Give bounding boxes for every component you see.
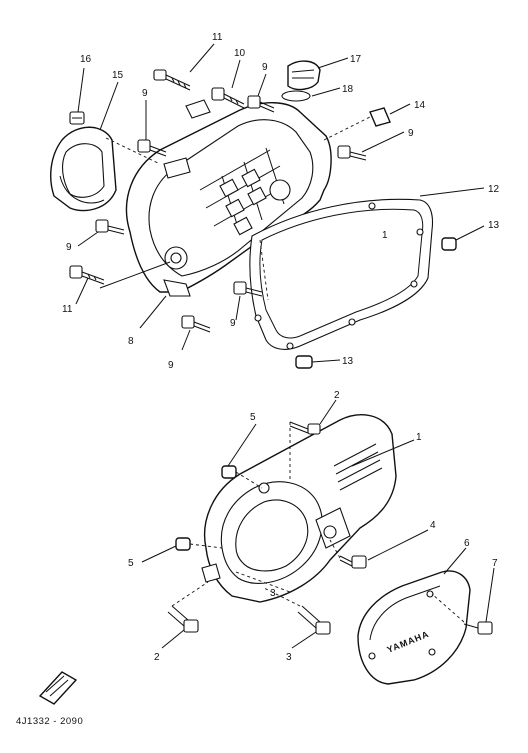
callout-3: 3	[286, 652, 292, 663]
part-16-screw	[69, 111, 85, 125]
callout-5-top: 5	[250, 412, 256, 423]
callout-1: 1	[416, 432, 422, 443]
callout-3-mark: 3	[270, 588, 276, 599]
part-9-bolt-c	[337, 145, 367, 161]
callout-6: 6	[464, 538, 470, 549]
callout-5-left: 5	[128, 558, 134, 569]
drawing-code: 4J1332 - 2090	[16, 716, 83, 727]
lower-leader-lines	[141, 399, 495, 649]
callout-9-right: 9	[408, 128, 414, 139]
callout-9-lowleft: 9	[168, 360, 174, 371]
part-18-o-ring	[281, 90, 311, 102]
callout-15: 15	[112, 70, 124, 81]
part-5-collar-left	[175, 537, 191, 551]
callout-13-bottom: 13	[342, 356, 354, 367]
part-14-cap	[369, 107, 391, 127]
part-10-bolt	[211, 87, 245, 109]
callout-9-top: 9	[262, 62, 268, 73]
callout-18: 18	[342, 84, 354, 95]
callout-11-top: 11	[212, 32, 223, 43]
callout-8: 8	[128, 336, 134, 347]
callout-9-midleft: 9	[66, 242, 72, 253]
callout-16: 16	[80, 54, 92, 65]
callout-17: 17	[350, 54, 362, 65]
part-2-screw-bottom	[167, 605, 199, 633]
part-9-bolt-f	[181, 315, 211, 333]
part-1-lower-cover	[201, 414, 397, 603]
part-8-crankcase-cover	[125, 99, 332, 297]
callout-7: 7	[492, 558, 498, 569]
callout-11-left: 11	[62, 304, 73, 315]
callout-10: 10	[234, 48, 246, 59]
part-11-bolt-left	[69, 265, 105, 285]
part-9-bolt-e	[233, 281, 263, 297]
lower-assembly-lines	[171, 422, 465, 623]
callout-12: 12	[488, 184, 500, 195]
part-3-screw	[297, 605, 331, 635]
part-9-bolt-d	[95, 219, 125, 235]
part-13-dowel-pin-b	[295, 355, 313, 369]
part-6-side-cover: YAMAHA	[357, 570, 471, 685]
callout-4: 4	[430, 520, 436, 531]
callout-13-right: 13	[488, 220, 500, 231]
part-4-screw	[339, 555, 367, 569]
part-9-bolt-b	[137, 139, 167, 157]
upper-callouts: 11 10 9 16 15 9 17 18 14 9 12 13 9 11 9 …	[62, 32, 500, 371]
callout-2-top: 2	[334, 390, 340, 401]
lower-callouts: 2 5 1 4 6 7 5 2 3 3	[128, 390, 498, 663]
part-7-screw	[463, 621, 493, 635]
part-2-screw-top	[289, 421, 321, 435]
front-direction-arrow-icon	[38, 671, 78, 705]
part-13-dowel-pin-a	[441, 237, 457, 251]
part-9-bolt-a	[247, 95, 275, 113]
callout-9-bottom: 9	[230, 318, 236, 329]
part-5-collar-top	[221, 465, 237, 479]
upper-bolts	[69, 69, 367, 333]
callout-9-left: 9	[142, 88, 148, 99]
callout-2-bottom: 2	[154, 652, 160, 663]
callout-14: 14	[414, 100, 426, 111]
part-11-bolt-top	[153, 69, 191, 91]
upper-leader-lines	[75, 43, 485, 363]
part-12-gasket	[249, 198, 434, 350]
callout-1-gasket-mark: 1	[382, 230, 388, 241]
part-17-filler-plug	[287, 60, 321, 91]
part-15-seal-plate	[50, 126, 117, 212]
